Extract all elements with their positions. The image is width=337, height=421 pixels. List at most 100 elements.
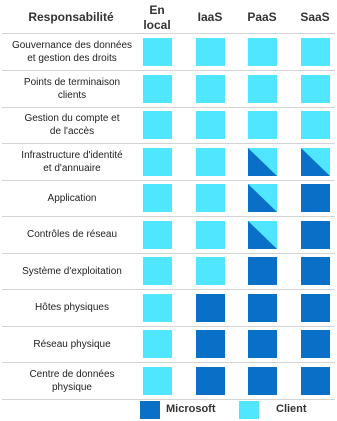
row-label-reseau-physique: Réseau physique bbox=[2, 326, 142, 362]
cell-client bbox=[247, 111, 277, 139]
cell-client bbox=[195, 184, 225, 212]
row-label-systeme-d-exploitation: Système d'exploitation bbox=[2, 253, 142, 289]
cell-microsoft bbox=[247, 330, 277, 358]
cell-fill bbox=[195, 257, 225, 285]
row-label-line: et d'annuaire bbox=[43, 162, 101, 174]
row-label-line: Système d'exploitation bbox=[22, 265, 122, 277]
divider bbox=[2, 70, 335, 71]
cell-client bbox=[142, 330, 172, 358]
cell-swatch bbox=[142, 74, 172, 103]
cell-client bbox=[142, 293, 172, 322]
cell-swatch bbox=[300, 74, 330, 103]
row-label-line: Gestion du compte et bbox=[24, 113, 120, 124]
cell-swatch bbox=[195, 257, 225, 285]
cell-microsoft-share bbox=[300, 147, 330, 176]
header-column-text: PaaS bbox=[247, 10, 277, 24]
cell-microsoft bbox=[247, 293, 277, 322]
header-column-text: SaaS bbox=[300, 10, 330, 24]
cell-microsoft bbox=[300, 220, 330, 249]
cell-fill bbox=[300, 74, 330, 103]
cell-client bbox=[142, 74, 172, 103]
row-label-text: Système d'exploitation bbox=[22, 265, 122, 278]
cell-client bbox=[142, 257, 172, 285]
cell-swatch bbox=[247, 330, 277, 358]
cell-swatch bbox=[195, 111, 225, 139]
divider bbox=[2, 143, 335, 144]
header-column-text: local bbox=[143, 18, 171, 32]
cell-fill bbox=[247, 293, 277, 322]
cell-swatch bbox=[300, 147, 330, 176]
cell-client bbox=[247, 38, 277, 66]
cell-microsoft bbox=[195, 293, 225, 322]
cell-fill bbox=[195, 111, 225, 139]
legend-swatch-microsoft bbox=[140, 401, 160, 419]
header-column-text: En bbox=[149, 3, 165, 17]
cell-fill bbox=[247, 330, 277, 358]
cell-microsoft bbox=[300, 257, 330, 285]
cell-swatch bbox=[247, 366, 277, 395]
cell-client bbox=[195, 38, 225, 66]
cell-fill bbox=[300, 293, 330, 322]
cell-swatch bbox=[195, 147, 225, 176]
header-column-paas: PaaS bbox=[239, 10, 285, 25]
cell-swatch bbox=[247, 293, 277, 322]
cell-shared bbox=[247, 184, 277, 212]
row-label-text: Contrôles de réseau bbox=[27, 228, 117, 241]
cell-shared bbox=[300, 147, 330, 176]
row-label-line: physique bbox=[51, 381, 92, 393]
cell-swatch bbox=[142, 366, 172, 395]
divider bbox=[2, 179, 335, 181]
cell-microsoft bbox=[300, 293, 330, 322]
cell-swatch bbox=[300, 293, 330, 322]
divider bbox=[2, 325, 335, 327]
cell-swatch bbox=[195, 293, 225, 322]
cell-fill bbox=[247, 74, 277, 103]
cell-fill bbox=[142, 38, 172, 66]
cell-client bbox=[142, 220, 172, 249]
cell-microsoft bbox=[300, 330, 330, 358]
row-label-text: Réseau physique bbox=[33, 338, 110, 351]
cell-client bbox=[195, 147, 225, 176]
cell-client bbox=[195, 111, 225, 139]
cell-swatch bbox=[300, 111, 330, 139]
cell-swatch bbox=[195, 366, 225, 395]
cell-swatch bbox=[142, 330, 172, 358]
cell-client bbox=[142, 184, 172, 212]
cell-microsoft bbox=[300, 366, 330, 395]
cell-fill bbox=[300, 366, 330, 395]
cell-client bbox=[142, 111, 172, 139]
cell-fill bbox=[195, 330, 225, 358]
cell-swatch bbox=[142, 184, 172, 212]
cell-fill bbox=[142, 366, 172, 395]
cell-swatch bbox=[195, 184, 225, 212]
cell-swatch bbox=[247, 147, 277, 176]
cell-client bbox=[195, 220, 225, 249]
legend-label-client: Client bbox=[276, 403, 307, 415]
cell-swatch bbox=[195, 74, 225, 103]
cell-swatch bbox=[247, 111, 277, 139]
divider bbox=[2, 33, 335, 34]
row-label-line: Réseau physique bbox=[33, 338, 111, 350]
cell-microsoft bbox=[195, 330, 225, 358]
cell-microsoft bbox=[300, 184, 330, 212]
cell-microsoft bbox=[247, 366, 277, 395]
row-label-line: Contrôles de réseau bbox=[26, 229, 118, 240]
cell-swatch bbox=[300, 220, 330, 249]
cell-fill bbox=[142, 184, 172, 212]
row-label-hotes-physiques: Hôtes physiques bbox=[2, 290, 142, 326]
cell-fill bbox=[195, 184, 225, 212]
row-label-line: Points de terminaison bbox=[23, 76, 121, 88]
cell-swatch bbox=[247, 220, 277, 249]
cell-fill bbox=[247, 366, 277, 395]
cell-fill bbox=[300, 111, 330, 139]
divider bbox=[2, 106, 335, 108]
cell-fill bbox=[300, 38, 330, 66]
cell-swatch bbox=[142, 220, 172, 249]
cell-swatch bbox=[247, 184, 277, 212]
cell-client bbox=[247, 74, 277, 103]
cell-fill bbox=[300, 220, 330, 249]
cell-fill bbox=[247, 111, 277, 139]
